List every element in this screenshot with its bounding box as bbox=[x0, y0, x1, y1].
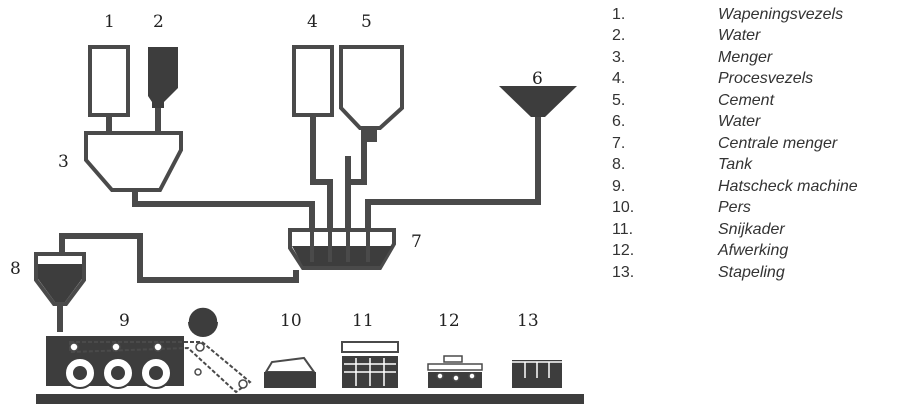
legend-item: 2. Water bbox=[612, 26, 902, 48]
mixer-3-body bbox=[84, 131, 183, 192]
legend-label: Cement bbox=[718, 91, 775, 109]
legend-number: 1. bbox=[612, 5, 626, 23]
pipes bbox=[57, 107, 541, 332]
legend-label: Water bbox=[718, 27, 761, 45]
silo-2-body bbox=[148, 47, 178, 108]
diagram-number-8: 8 bbox=[10, 259, 21, 279]
cutter-top bbox=[341, 341, 399, 353]
felt-belt bbox=[69, 341, 252, 394]
legend-item: 4. Procesvezels bbox=[612, 69, 902, 91]
legend-label: Stapeling bbox=[718, 263, 785, 281]
hatscheck-machine-9 bbox=[46, 306, 252, 394]
legend-label: Hatscheck machine bbox=[718, 177, 858, 195]
legend-item: 12. Afwerking bbox=[612, 241, 902, 263]
legend-number: 10. bbox=[612, 199, 635, 217]
diagram-number-7: 7 bbox=[411, 232, 422, 252]
silo-4 bbox=[292, 45, 334, 117]
diagram-number-4: 4 bbox=[307, 12, 318, 32]
legend-number: 13. bbox=[612, 263, 635, 281]
legend-number: 9. bbox=[612, 177, 626, 195]
press-top bbox=[264, 356, 316, 373]
silo-4-body bbox=[292, 45, 334, 117]
legend-item: 7. Centrale menger bbox=[612, 133, 902, 155]
legend-number: 7. bbox=[612, 134, 626, 152]
silo-5-outlet bbox=[361, 128, 377, 142]
funnel-6-body bbox=[499, 86, 577, 117]
legend-number: 8. bbox=[612, 156, 626, 174]
legend-item: 11. Snijkader bbox=[612, 219, 902, 241]
legend-item: 1. Wapeningsvezels bbox=[612, 4, 902, 26]
legend-number: 12. bbox=[612, 242, 635, 260]
legend-label: Procesvezels bbox=[718, 70, 814, 88]
tank-8 bbox=[34, 252, 86, 306]
legend-item: 3. Menger bbox=[612, 47, 902, 69]
legend-number: 11. bbox=[612, 220, 634, 238]
cutting-frame-11 bbox=[341, 341, 399, 388]
diagram-numbers: 1 2 3 4 5 6 7 8 9 10 11 12 13 bbox=[10, 12, 543, 331]
central-mixer-7 bbox=[288, 228, 396, 270]
finishing-12 bbox=[427, 355, 483, 388]
press-body bbox=[264, 372, 316, 388]
pipe-7-to-8 bbox=[59, 233, 299, 283]
tank-8-fill bbox=[38, 264, 82, 302]
diagram-number-12: 12 bbox=[438, 311, 460, 331]
legend-number: 6. bbox=[612, 113, 626, 131]
diagram-number-10: 10 bbox=[280, 311, 302, 331]
legend-number: 4. bbox=[612, 70, 626, 88]
legend-label: Afwerking bbox=[718, 242, 789, 260]
diagram-number-9: 9 bbox=[119, 311, 130, 331]
mixer-3 bbox=[84, 131, 183, 192]
legend-item: 8. Tank bbox=[612, 155, 902, 177]
legend-label: Water bbox=[718, 113, 761, 131]
diagram-number-13: 13 bbox=[517, 311, 539, 331]
legend-label: Snijkader bbox=[718, 220, 785, 238]
legend-item: 10. Pers bbox=[612, 198, 902, 220]
diagram-number-6: 6 bbox=[532, 69, 543, 89]
legend-item: 9. Hatscheck machine bbox=[612, 176, 902, 198]
legend-label: Wapeningsvezels bbox=[718, 5, 844, 23]
diagram-number-5: 5 bbox=[361, 12, 372, 32]
silo-2 bbox=[148, 47, 178, 108]
silo-1-body bbox=[88, 45, 130, 117]
legend-item: 5. Cement bbox=[612, 90, 902, 112]
legend: 1. Wapeningsvezels 2. Water 3. Menger 4. Pro… bbox=[612, 4, 902, 284]
legend-item: 6. Water bbox=[612, 112, 902, 134]
silo-1 bbox=[88, 45, 130, 117]
funnel-6 bbox=[499, 86, 577, 117]
diagram-number-11: 11 bbox=[352, 311, 374, 331]
central-mixer-fill bbox=[292, 246, 392, 266]
legend-number: 2. bbox=[612, 27, 626, 45]
legend-label: Centrale menger bbox=[718, 134, 838, 152]
legend-label: Pers bbox=[718, 199, 751, 217]
pipe-5b-to-7 bbox=[351, 140, 367, 185]
ground-line bbox=[36, 394, 584, 404]
press-10 bbox=[264, 356, 316, 388]
pipe-3-to-7 bbox=[132, 190, 315, 230]
legend-item: 13. Stapeling bbox=[612, 262, 902, 284]
legend-number: 5. bbox=[612, 91, 626, 109]
legend-label: Menger bbox=[718, 48, 773, 66]
silo-5 bbox=[339, 45, 404, 142]
pipe-4-to-7 bbox=[310, 115, 333, 232]
format-roller bbox=[188, 307, 218, 337]
process-diagram: 1 2 3 4 5 6 7 8 9 10 11 12 13 bbox=[10, 12, 584, 404]
legend-label: Tank bbox=[718, 156, 753, 174]
silo-5-body bbox=[339, 45, 404, 130]
stacking-13 bbox=[512, 360, 562, 388]
legend-number: 3. bbox=[612, 48, 626, 66]
diagram-number-2: 2 bbox=[153, 12, 164, 32]
diagram-number-1: 1 bbox=[104, 12, 115, 32]
diagram-number-3: 3 bbox=[58, 152, 69, 172]
pipe-6-to-7 bbox=[365, 115, 541, 232]
